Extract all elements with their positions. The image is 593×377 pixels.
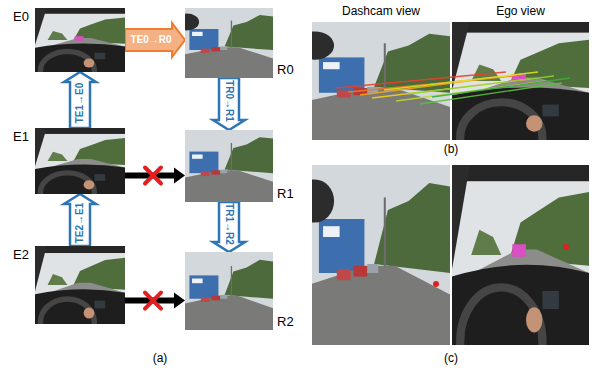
camera-frame	[185, 252, 273, 330]
camera-frame-node: E0	[35, 8, 125, 72]
camera-frame	[452, 22, 589, 140]
camera-frame	[312, 165, 450, 345]
camera-frame-node: R2	[185, 252, 273, 330]
camera-frame-node: R1	[185, 130, 273, 202]
frame-label: R1	[277, 187, 294, 202]
transform-arrow	[125, 23, 185, 57]
view-heading: Ego view	[496, 5, 545, 19]
camera-frame-node: Ego view	[452, 22, 589, 140]
camera-frame	[452, 165, 589, 345]
camera-frame	[312, 22, 450, 140]
cross-mark	[145, 293, 161, 309]
camera-frame	[185, 130, 273, 202]
frame-label: R0	[277, 63, 294, 78]
panel-label: (a)	[153, 352, 168, 366]
transform-arrow	[213, 78, 245, 130]
transform-arrow	[64, 194, 96, 246]
blocked-arrow	[125, 168, 185, 184]
panel-label: (c)	[444, 352, 458, 366]
transform-label: TE2→E1	[74, 203, 86, 244]
frame-label: R2	[277, 315, 294, 330]
frame-label: E0	[13, 10, 29, 25]
transform-label: TE1→E0	[74, 83, 86, 124]
panel-label: (b)	[444, 143, 459, 157]
camera-frame	[35, 128, 125, 194]
view-heading: Dashcam view	[342, 5, 420, 19]
cross-mark	[145, 168, 161, 184]
camera-frame	[35, 246, 125, 324]
transform-arrow	[213, 202, 245, 252]
transform-label: TR0→R1	[223, 80, 235, 122]
cross-mark	[145, 293, 161, 309]
transform-arrow	[64, 72, 96, 128]
camera-frame	[185, 8, 273, 78]
camera-frame	[452, 165, 589, 345]
transform-label: TR1→R2	[223, 203, 235, 245]
transform-label: TE0→R0	[131, 34, 172, 46]
cross-mark	[145, 168, 161, 184]
camera-frame	[312, 165, 450, 345]
keypoint-marker	[563, 244, 569, 250]
camera-frame-node: E2	[35, 246, 125, 324]
camera-frame-node: Dashcam view	[312, 22, 450, 140]
camera-frame-node: E1	[35, 128, 125, 194]
frame-label: E2	[13, 248, 29, 263]
blocked-arrow	[125, 293, 185, 309]
camera-frame	[35, 8, 125, 72]
frame-label: E1	[13, 130, 29, 145]
camera-frame-node: R0	[185, 8, 273, 78]
keypoint-marker	[433, 281, 439, 287]
